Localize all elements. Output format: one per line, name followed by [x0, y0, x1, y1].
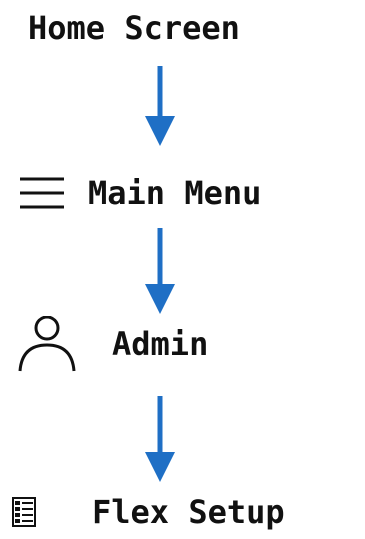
step-label-admin: Admin: [112, 325, 209, 363]
step-main-menu: Main Menu: [18, 174, 261, 212]
flow-arrow-2: [145, 228, 175, 314]
step-home-screen: Home Screen: [28, 12, 240, 44]
flow-arrow-1: [145, 66, 175, 146]
step-label-main-menu: Main Menu: [88, 174, 262, 212]
step-admin: Admin: [18, 315, 209, 372]
step-flex-setup: Flex Setup: [12, 496, 285, 528]
user-person-icon: [18, 315, 76, 372]
list-settings-icon: [12, 497, 36, 527]
step-label-flex-setup: Flex Setup: [92, 493, 285, 531]
step-label-home-screen: Home Screen: [28, 9, 240, 47]
hamburger-menu-icon: [18, 174, 66, 212]
flow-arrow-3: [145, 396, 175, 482]
